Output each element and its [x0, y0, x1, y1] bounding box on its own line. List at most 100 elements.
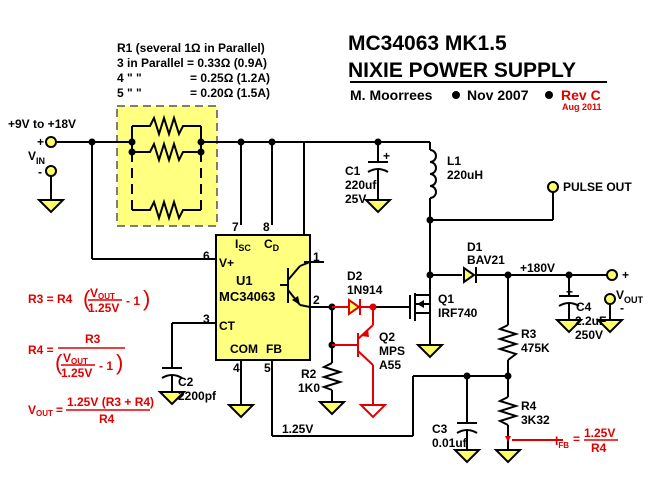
r4-formula-tail: - 1: [99, 359, 113, 373]
svg-text:): ): [116, 350, 123, 375]
vin-label-main: V: [28, 149, 36, 163]
r1-note-line2: 3 in Parallel = 0.33Ω (0.9A): [117, 56, 267, 70]
resistor-icon: [496, 324, 520, 361]
title-line2: NIXIE POWER SUPPLY: [348, 59, 576, 82]
diode-icon: [463, 266, 476, 284]
pin-5: 5: [264, 361, 271, 375]
vout-plus-terminal[interactable]: [606, 269, 618, 281]
vin-plus: +: [37, 135, 44, 149]
d1-value: BAV21: [467, 253, 505, 267]
l1-ref: L1: [447, 154, 461, 168]
author: M. Moorrees: [350, 87, 433, 103]
q1-value: IRF740: [438, 306, 478, 320]
r3-formula-den: 1.25V: [88, 301, 119, 315]
r3-num-main: V: [90, 286, 98, 300]
r1-note-line4a: 5 " ": [117, 86, 142, 100]
vout-formula: VOUT = 1.25V (R3 + R4) R4: [28, 395, 154, 426]
c3-ref: C3: [432, 422, 448, 436]
vout-label-main: V: [616, 288, 624, 302]
r4-formula-num: R3: [85, 332, 101, 346]
r1-note-line4b: = 0.20Ω (1.5A): [190, 86, 270, 100]
vin-minus: -: [38, 165, 42, 179]
ifb-lhs: IFB: [555, 434, 569, 450]
c4-value: 2.2uF: [575, 314, 606, 328]
revision: Rev C: [561, 87, 601, 103]
mosfet-arrow-icon: [417, 300, 424, 308]
pin-label-vplus: V+: [219, 256, 234, 270]
r4-formula: R4 = R3 ( VOUT 1.25V - 1 ): [28, 332, 125, 380]
r4-value: 3K32: [521, 413, 550, 427]
input-range: +9V to +18V: [8, 117, 76, 131]
pulse-out-label: PULSE OUT: [563, 180, 632, 194]
r3-formula-lhs: R3 = R4: [28, 292, 73, 306]
ifb-main: I: [555, 434, 558, 448]
c4-rating: 250V: [575, 328, 603, 342]
q2-value2: A55: [379, 358, 401, 372]
vout-lhs-main: V: [28, 403, 36, 417]
r2: R2 1K0: [298, 362, 344, 395]
d1: D1 BAV21: [463, 240, 505, 284]
d2-q2: D2 1N914 Q2 MPS A55: [332, 269, 405, 418]
vin-plus-terminal[interactable]: [45, 136, 57, 148]
r4-inner-sub: OUT: [71, 357, 88, 366]
ground-icon: [417, 344, 443, 358]
ifb-formula: IFB = 1.25V R4: [555, 426, 618, 455]
u1-ic: 7 8 6 3 1 2 4 5 ISC CD V+ CT COM FB U1 M…: [203, 220, 320, 375]
vout-formula-lhs: VOUT: [28, 403, 53, 418]
emitter-arrow-icon: [292, 296, 300, 305]
pin-label-cd: CD: [264, 237, 280, 253]
pulse-out-terminal[interactable]: [547, 181, 559, 193]
junctions: [88, 138, 573, 380]
pin-1: 1: [313, 250, 320, 264]
vout-formula-eq: =: [56, 403, 63, 417]
q2-value: MPS: [379, 344, 405, 358]
r4-formula-inner-den: 1.25V: [61, 366, 92, 380]
r3-value: 475K: [521, 341, 550, 355]
vout-label: VOUT: [616, 288, 644, 305]
ifb-den: R4: [591, 441, 607, 455]
pin-label-fb: FB: [266, 342, 282, 356]
r4-inner-main: V: [63, 351, 71, 365]
vin-minus-terminal[interactable]: [45, 165, 57, 177]
inductor-coil-icon: [429, 149, 437, 199]
r1-note-line3a: 4 " ": [117, 71, 142, 85]
r3-formula-tail: - 1: [126, 294, 140, 308]
terminals: [45, 136, 618, 305]
fb-net-label: 1.25V: [282, 422, 313, 436]
hv-net-label: +180V: [520, 261, 555, 275]
ground-icon: [495, 449, 521, 463]
isc-main: I: [235, 237, 238, 251]
ground-icon: [365, 199, 391, 213]
vout-minus-terminal[interactable]: [604, 293, 616, 305]
c1-value: 220uf: [345, 178, 377, 192]
vout-label-sub: OUT: [624, 295, 644, 305]
q1: Q1 IRF740: [409, 292, 478, 321]
c1-polarity: +: [383, 149, 390, 163]
d1-ref: D1: [467, 240, 483, 254]
pin-6: 6: [203, 249, 210, 263]
l1: L1 220uH: [429, 149, 483, 200]
bullet-icon: [452, 91, 460, 99]
r3-formula: R3 = R4 ( VOUT 1.25V - 1 ): [28, 286, 150, 315]
pin-8: 8: [263, 220, 270, 234]
vout-formula-num: 1.25V (R3 + R4): [67, 395, 154, 409]
r4-formula-inner-num: VOUT: [63, 351, 88, 366]
cd-main: C: [264, 237, 273, 251]
pin-2: 2: [313, 293, 320, 307]
r1-note-line3b: = 0.25Ω (1.2A): [190, 71, 270, 85]
diode-icon: [348, 298, 361, 316]
r4: R4 3K32: [496, 396, 563, 442]
r2-ref: R2: [301, 367, 317, 381]
svg-text:(: (: [83, 286, 91, 311]
r3: R3 475K: [496, 324, 550, 361]
ground-icon: [454, 449, 480, 463]
d2-value: 1N914: [347, 283, 383, 297]
revision-date: Aug 2011: [562, 102, 602, 112]
d2-ref: D2: [347, 269, 363, 283]
vin-label-sub: IN: [36, 156, 45, 166]
cd-sub: D: [273, 243, 280, 253]
c4: + C4 2.2uF 250V: [558, 285, 606, 342]
c3: C3 0.01uf: [432, 422, 478, 450]
date: Nov 2007: [467, 87, 529, 103]
c1-ref: C1: [345, 164, 361, 178]
